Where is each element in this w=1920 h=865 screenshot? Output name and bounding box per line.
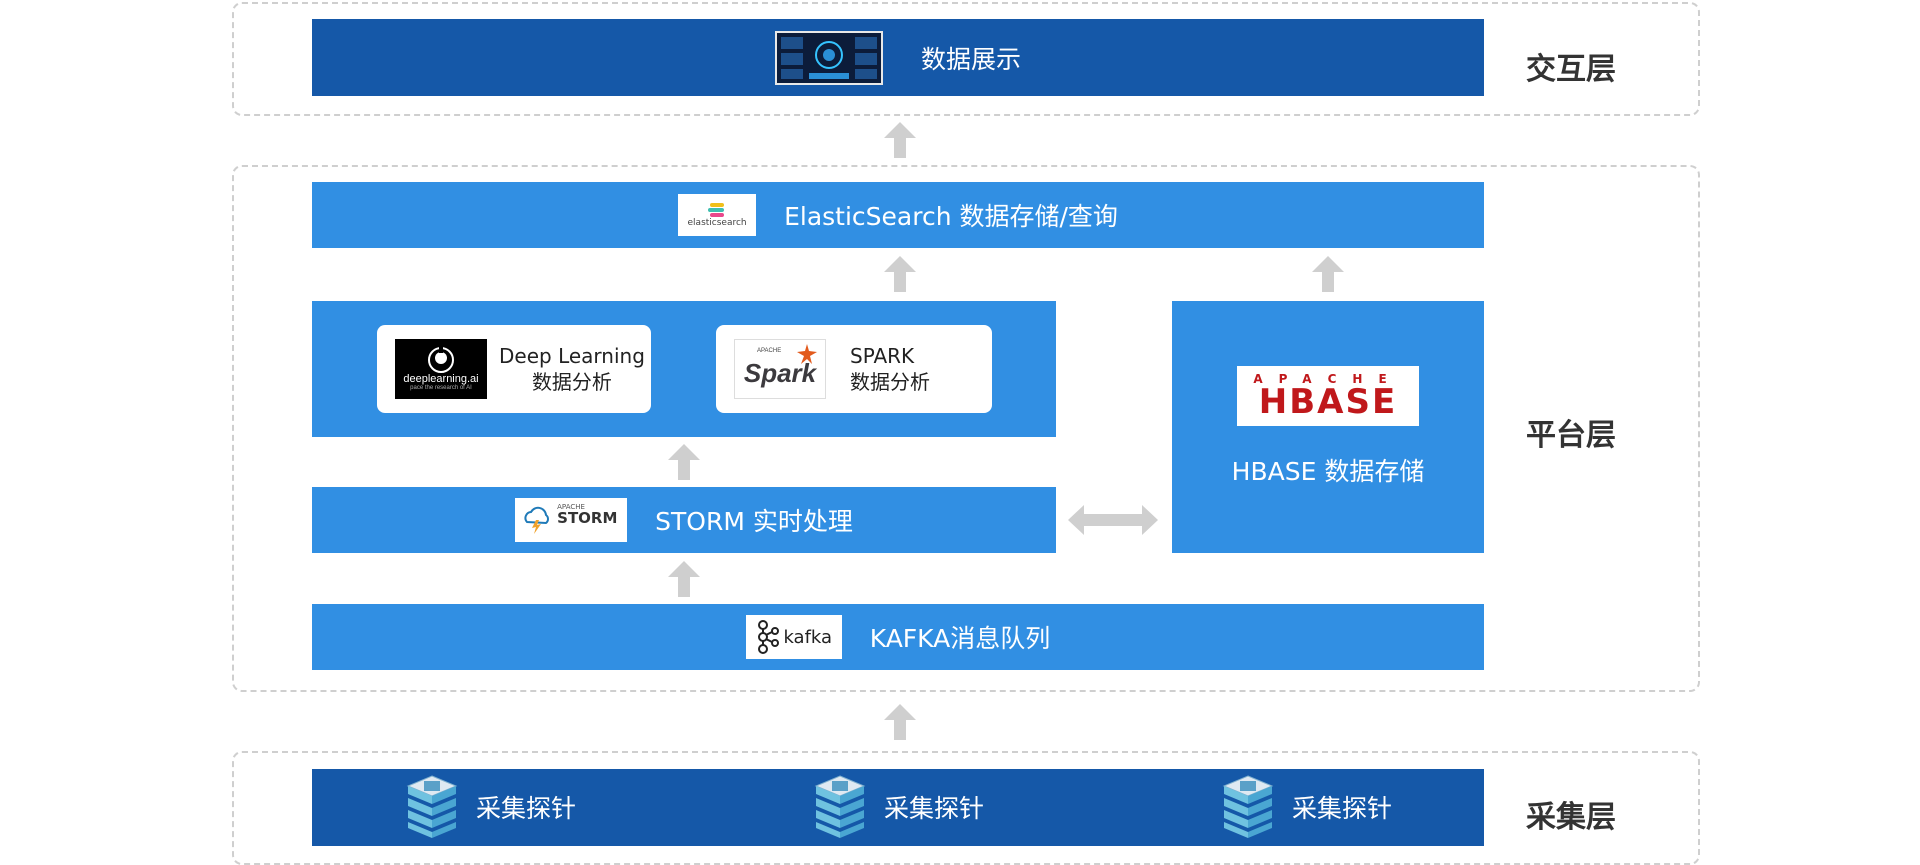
probe-label: 采集探针: [884, 794, 985, 823]
deeplearning-icon: [428, 347, 454, 373]
storm-cloud-icon: [524, 506, 550, 534]
spark-subtitle: 数据分析: [850, 370, 930, 394]
server-icon: [814, 775, 866, 838]
platform-layer-label: 平台层: [1526, 418, 1616, 453]
kafka-logo-text: kafka: [783, 626, 833, 648]
elasticsearch-logo-text: elasticsearch: [687, 218, 747, 228]
hbase-logo-text: HBASE: [1258, 382, 1398, 422]
collection-layer-label: 采集层: [1526, 800, 1616, 835]
storm-label: STORM 实时处理: [655, 507, 853, 536]
probe-item: 采集探针: [1220, 774, 1392, 840]
deep-learning-card: deeplearning.ai pace the research of AI …: [377, 325, 651, 413]
server-icon: [1222, 775, 1274, 838]
deeplearning-logo-text: deeplearning.ai: [403, 373, 479, 385]
probe-label: 采集探针: [476, 794, 577, 823]
kafka-logo: kafka: [745, 615, 842, 659]
probe-item: 采集探针: [404, 774, 576, 840]
elasticsearch-bar: elasticsearch ElasticSearch 数据存储/查询: [312, 182, 1484, 248]
dashboard-icon: [774, 30, 883, 85]
arrow-up-icon: [668, 561, 700, 597]
spark-logo: APACHE Spark: [734, 339, 826, 399]
platform-layer: [232, 165, 1700, 692]
interaction-layer: [232, 2, 1700, 116]
arrow-up-icon: [1312, 256, 1344, 292]
storm-logo-sub: APACHE: [557, 503, 585, 511]
hbase-logo: APACHE HBASE: [1237, 366, 1419, 426]
spark-star-icon: [797, 344, 817, 364]
hbase-logo-sub: APACHE: [1253, 372, 1403, 386]
hbase-label: HBASE 数据存储: [1231, 457, 1425, 486]
server-icon: [406, 775, 458, 838]
probe-item: 采集探针: [812, 774, 984, 840]
arrow-up-icon: [884, 704, 916, 740]
storm-bar: APACHE STORM STORM 实时处理: [312, 487, 1056, 553]
deep-learning-title: Deep Learning: [499, 344, 645, 368]
double-arrow-icon: [1068, 505, 1158, 535]
arrow-up-icon: [668, 444, 700, 480]
kafka-icon: [758, 620, 780, 654]
elasticsearch-label: ElasticSearch 数据存储/查询: [784, 202, 1118, 231]
elasticsearch-logo: elasticsearch: [678, 194, 757, 236]
kafka-label: KAFKA消息队列: [869, 624, 1051, 653]
elasticsearch-icon: [708, 203, 725, 217]
interaction-layer-label: 交互层: [1526, 52, 1616, 87]
hbase-box: APACHE HBASE HBASE 数据存储: [1172, 301, 1484, 553]
deep-learning-subtitle: 数据分析: [531, 370, 612, 394]
spark-logo-text: Spark: [743, 357, 817, 388]
kafka-bar: kafka KAFKA消息队列: [312, 604, 1484, 670]
storm-logo: APACHE STORM: [515, 498, 628, 542]
arrow-up-icon: [884, 256, 916, 292]
spark-title: SPARK: [850, 344, 915, 368]
probe-label: 采集探针: [1292, 794, 1393, 823]
deeplearning-logo-sub: pace the research of AI: [410, 385, 472, 391]
collection-bar: [312, 769, 1484, 846]
storm-logo-text: STORM: [557, 509, 618, 527]
deeplearning-logo: deeplearning.ai pace the research of AI: [395, 339, 487, 399]
data-display-label: 数据展示: [920, 44, 1021, 74]
spark-logo-sub: APACHE: [757, 348, 782, 354]
arrow-up-icon: [884, 122, 916, 158]
data-display-bar: 数据展示: [312, 19, 1484, 96]
spark-card: APACHE Spark SPARK 数据分析: [716, 325, 992, 413]
